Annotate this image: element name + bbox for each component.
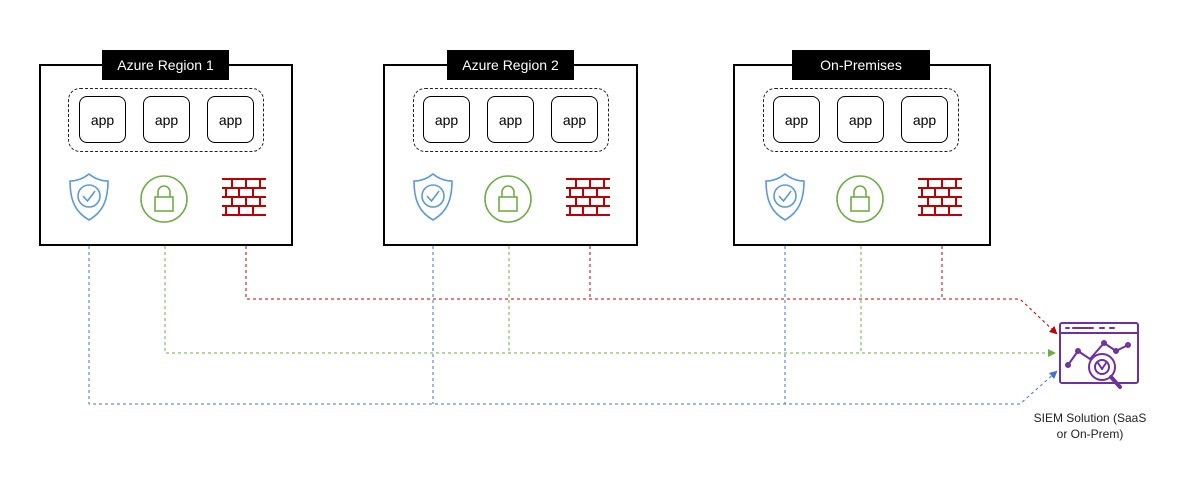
padlock-icon — [484, 175, 532, 223]
app-box: app — [143, 96, 190, 143]
siem-label-line1: SIEM Solution (SaaS — [1033, 411, 1147, 425]
padlock-icon — [140, 175, 188, 223]
app-box: app — [901, 96, 948, 143]
app-box: app — [207, 96, 254, 143]
app-box: app — [773, 96, 820, 143]
app-box: app — [487, 96, 534, 143]
shield-check-icon — [69, 172, 109, 221]
region-title-azure-2: Azure Region 2 — [447, 50, 574, 80]
siem-label-line2: or On-Prem) — [1056, 427, 1124, 441]
app-group — [68, 88, 264, 152]
lock-log-line — [164, 228, 1056, 357]
region-title-azure-1: Azure Region 1 — [102, 50, 229, 80]
app-group — [763, 88, 959, 152]
padlock-icon — [836, 175, 884, 223]
app-box: app — [79, 96, 126, 143]
siem-analytics-icon — [1059, 322, 1139, 389]
shield-log-line — [88, 228, 1058, 405]
firewall-log-line — [245, 228, 1058, 335]
brick-firewall-icon — [222, 178, 266, 216]
brick-firewall-icon — [918, 178, 962, 216]
region-title-on-premises: On-Premises — [792, 50, 930, 80]
shield-check-icon — [413, 172, 453, 221]
shield-check-icon — [765, 172, 805, 221]
brick-firewall-icon — [566, 178, 610, 216]
app-box: app — [837, 96, 884, 143]
app-box: app — [423, 96, 470, 143]
app-group — [413, 88, 609, 152]
siem-label: SIEM Solution (SaaS or On-Prem) — [1030, 410, 1150, 442]
app-box: app — [551, 96, 598, 143]
